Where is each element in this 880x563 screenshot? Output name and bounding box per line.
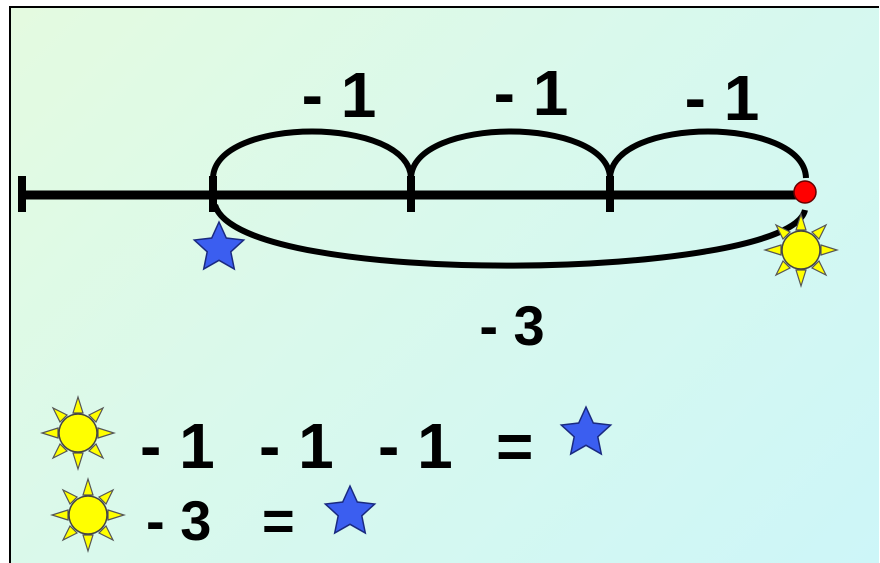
jump-label-1: - 1 xyxy=(302,59,377,131)
red-point xyxy=(793,180,817,204)
sun-icon xyxy=(764,213,838,287)
equation-2-equals: = xyxy=(262,489,295,552)
big-jump-label: - 3 xyxy=(479,294,544,357)
jump-label-3: - 1 xyxy=(685,62,760,134)
panel-background xyxy=(9,6,879,563)
equation-1-term-2: - 1 xyxy=(259,410,334,482)
equation-2-term-1: - 3 xyxy=(146,489,211,552)
sun-icon xyxy=(51,478,125,552)
equation-1-term-1: - 1 xyxy=(140,410,215,482)
jump-arc-1 xyxy=(210,128,414,179)
jump-label-2: - 1 xyxy=(494,57,569,129)
equation-1-equals: = xyxy=(496,410,533,482)
sun-icon xyxy=(41,396,115,470)
star-icon xyxy=(324,485,376,534)
jump-arc-2 xyxy=(408,128,613,179)
equation-1-term-3: - 1 xyxy=(378,410,453,482)
star-icon xyxy=(560,406,612,455)
jump-arc-3 xyxy=(607,128,809,179)
big-jump-arc xyxy=(212,203,808,269)
